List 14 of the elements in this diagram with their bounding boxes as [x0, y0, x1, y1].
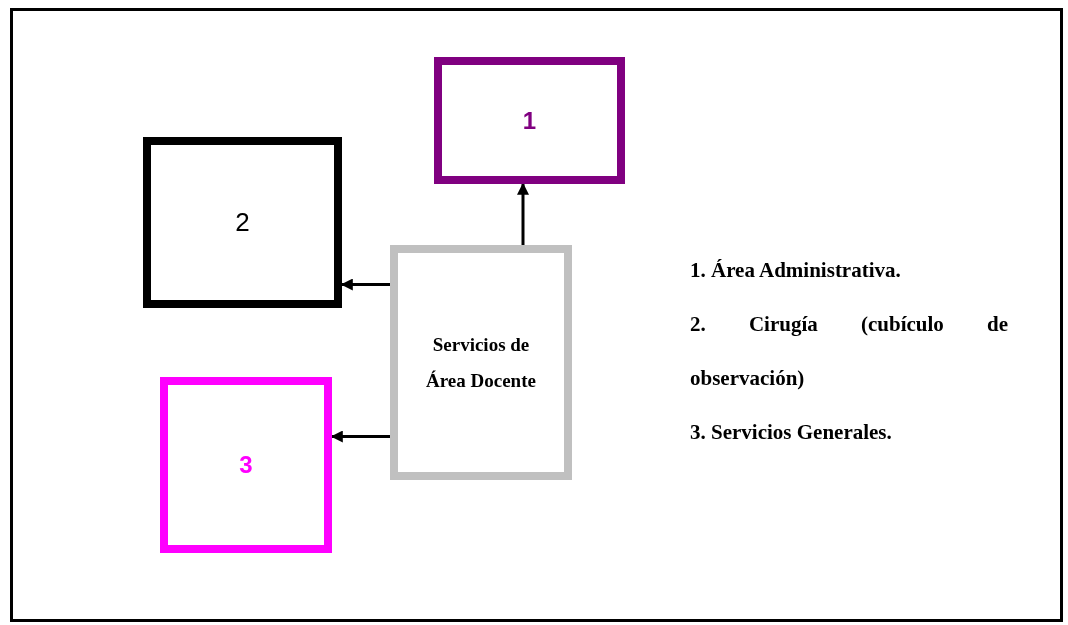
box-label: Servicios de Área Docente: [425, 332, 537, 393]
box-label: 1: [522, 105, 537, 136]
box: [143, 137, 342, 308]
box: [390, 245, 572, 480]
box: [160, 377, 332, 553]
legend-text: 1. Área Administrativa.: [690, 257, 902, 284]
box-label: 2: [235, 206, 250, 239]
arrow: [340, 278, 390, 291]
arrow: [517, 182, 529, 245]
box: [434, 57, 625, 184]
arrow: [330, 430, 390, 443]
legend-text: 3. Servicios Generales.: [690, 419, 893, 446]
box-label: 3: [239, 450, 253, 480]
legend-text: 2. Cirugía (cubículo de observación): [690, 311, 1008, 392]
